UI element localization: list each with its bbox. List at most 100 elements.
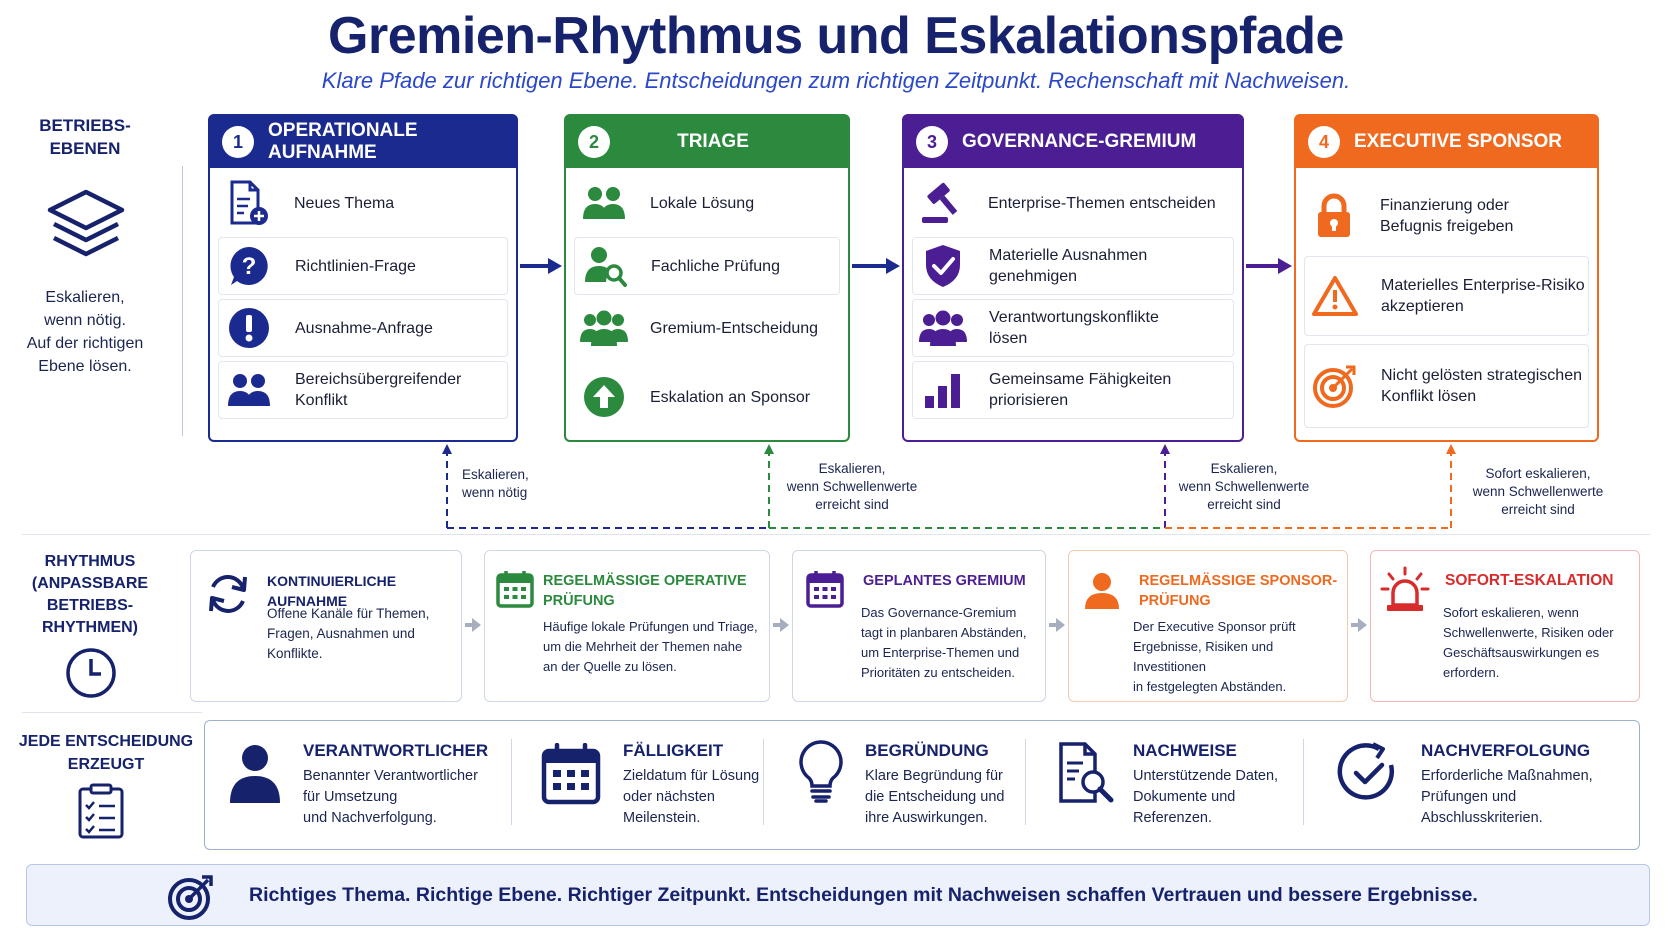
stage-header: 1 OPERATIONALE AUFNAHME <box>210 116 516 168</box>
target-icon <box>1305 363 1365 409</box>
stage-item-label: Enterprise-Themen entscheiden <box>972 193 1216 214</box>
output-text: Zieldatum für Lösung oder nächsten Meile… <box>623 766 763 829</box>
escalation-note-line3: erreicht sind <box>1207 497 1281 512</box>
output-text: Unterstützende Daten, Dokumente und Refe… <box>1133 766 1301 829</box>
rhythm-card-title: GEPLANTES GREMIUM <box>863 571 1026 591</box>
outputs-divider <box>1303 739 1304 825</box>
stage-item: Lokale Lösung <box>574 174 840 232</box>
stage-item: Finanzierung oder Befugnis freigeben <box>1304 182 1589 250</box>
levels-label-line2: EBENEN <box>49 139 121 158</box>
escalation-note-line2: wenn Schwellenwerte <box>786 479 918 494</box>
outputs-label: JEDE ENTSCHEIDUNG ERZEUGT <box>14 730 198 776</box>
escalation-note: Eskalieren, wenn nötig <box>462 466 550 502</box>
rhythm-card-text-line1: Offene Kanäle für Themen, <box>267 606 430 621</box>
warning-icon <box>1305 275 1365 317</box>
gavel-icon <box>912 181 972 225</box>
output-text-line1: Unterstützende Daten, <box>1133 768 1279 784</box>
stage-item-line2: Befugnis freigeben <box>1380 218 1514 235</box>
rhythm-card-text-line2: tagt in planbaren Abständen, <box>861 625 1027 640</box>
stage-item: Enterprise-Themen entscheiden <box>912 174 1234 232</box>
arrow-up-circle-icon <box>574 375 634 419</box>
layers-icon <box>47 189 125 257</box>
output-text-line3: Referenzen. <box>1133 810 1212 826</box>
escalation-note-line2: wenn Schwellenwerte <box>1178 479 1310 494</box>
escalation-note: Eskalieren, wenn Schwellenwerte erreicht… <box>776 460 928 514</box>
exclamation-icon <box>219 306 279 350</box>
stage-item: Materielle Ausnahmen genehmigen <box>912 237 1234 295</box>
rhythm-card-title-line1: REGELMÄSSIGE OPERATIVE <box>543 573 747 589</box>
stage-item: Nicht gelösten strategischen Konflikt lö… <box>1304 344 1589 428</box>
escalation-note: Eskalieren, wenn Schwellenwerte erreicht… <box>1168 460 1320 514</box>
escalation-note-line3: erreicht sind <box>815 497 889 512</box>
output-title: NACHWEISE <box>1133 741 1237 760</box>
levels-note: Eskalieren, wenn nötig. Auf der richtige… <box>14 286 156 378</box>
rhythm-card-text: Der Executive Sponsor prüft Ergebnisse, … <box>1133 617 1347 697</box>
stage-item: Neues Thema <box>218 174 508 232</box>
rhythm-card-title-line1: GEPLANTES GREMIUM <box>863 573 1026 589</box>
stage-item-label: Finanzierung oder Befugnis freigeben <box>1364 195 1513 237</box>
stage-item-line1: Eskalation an Sponsor <box>650 388 811 406</box>
stage-item-line1: Materielles Enterprise-Risiko <box>1381 277 1585 294</box>
rhythm-card-text-line4: erfordern. <box>1443 665 1500 680</box>
escalation-note-line2: wenn nötig <box>462 485 528 500</box>
rhythm-card-operative-pruefung: REGELMÄSSIGE OPERATIVE PRÜFUNG Häufige l… <box>484 550 770 702</box>
output-text: Benannter Verantwortlicher für Umsetzung… <box>303 766 509 829</box>
document-search-icon <box>1059 742 1114 803</box>
escalation-note-line1: Eskalieren, <box>462 467 529 482</box>
stage-item-line1: Bereichsübergreifender <box>295 371 462 388</box>
rhythm-card-kontinuierlich: KONTINUIERLICHE AUFNAHME Offene Kanäle f… <box>190 550 462 702</box>
output-text-line2: oder nächsten <box>623 789 715 805</box>
rhythm-card-title-line1: SOFORT-ESKALATION <box>1445 572 1614 589</box>
rhythm-card-text-line3: an der Quelle zu lösen. <box>543 659 677 674</box>
alarm-icon <box>1380 566 1430 611</box>
rhythm-card-text-line2: Ergebnisse, Risiken und Investitionen <box>1133 639 1274 674</box>
group-icon <box>913 308 973 348</box>
escalation-note-line1: Eskalieren, <box>1210 461 1278 476</box>
levels-divider <box>182 166 183 436</box>
section-divider <box>22 534 1650 535</box>
escalation-note-line2: wenn Schwellenwerte <box>1472 484 1604 499</box>
rhythm-card-text-line3: Konflikte. <box>267 646 323 661</box>
stage-item-label: Eskalation an Sponsor <box>634 387 810 408</box>
output-text: Erforderliche Maßnahmen, Prüfungen und A… <box>1421 766 1631 829</box>
rhythm-card-sofort-eskalation: SOFORT-ESKALATION Sofort eskalieren, wen… <box>1370 550 1640 702</box>
outputs-divider <box>511 739 512 825</box>
stage-item-line1: Lokale Lösung <box>650 194 755 212</box>
stage-number: 3 <box>916 126 948 158</box>
stage-item: Bereichsübergreifender Konflikt <box>218 361 508 419</box>
stage-item-line1: Materielle Ausnahmen <box>989 247 1148 264</box>
output-text-line2: für Umsetzung <box>303 789 398 805</box>
output-text-line3: und Nachverfolgung. <box>303 810 437 826</box>
stage-item-line1: Verantwortungskonflikte <box>989 309 1159 326</box>
rhythm-card-text: Sofort eskalieren, wenn Schwellenwerte, … <box>1443 603 1639 683</box>
lock-icon <box>1304 193 1364 239</box>
levels-note-line1: Eskalieren, <box>45 289 125 306</box>
flow-arrow-3-4 <box>1246 258 1292 274</box>
rhythm-card-text-line2: um die Mehrheit der Themen nahe <box>543 639 743 654</box>
output-text-line1: Klare Begründung für <box>865 768 1003 784</box>
stage-item-line1: Fachliche Prüfung <box>651 257 780 275</box>
output-text-line3: Meilenstein. <box>623 810 701 826</box>
stage-item-label: Materielles Enterprise-Risiko akzeptiere… <box>1365 275 1585 317</box>
bar-chart-icon <box>913 370 973 410</box>
escalation-paths <box>442 444 1456 529</box>
stage-item-line2: genehmigen <box>989 268 1078 285</box>
stage-item-line1: Enterprise-Themen entscheiden <box>988 194 1216 212</box>
stage-item-line2: Konflikt lösen <box>1381 388 1477 405</box>
levels-label-line1: BETRIEBS- <box>39 116 131 135</box>
output-text-line1: Zieldatum für Lösung <box>623 768 760 784</box>
person-search-icon <box>575 244 635 288</box>
stage-item-line1: Gemeinsame Fähigkeiten <box>989 371 1172 388</box>
rhythm-card-title-line2: PRÜFUNG <box>543 593 615 609</box>
stage-item-label: Nicht gelösten strategischen Konflikt lö… <box>1365 365 1582 407</box>
stage-item-line2: lösen <box>989 330 1028 347</box>
flow-arrow-2-3 <box>852 258 900 274</box>
output-title: NACHVERFOLGUNG <box>1421 741 1591 760</box>
escalation-note-line3: erreicht sind <box>1501 502 1575 517</box>
output-title: FÄLLIGKEIT <box>623 741 724 760</box>
rhythm-arrow <box>1049 618 1065 632</box>
stage-item: Fachliche Prüfung <box>574 237 840 295</box>
stage-operationale-aufnahme: 1 OPERATIONALE AUFNAHME Neues Thema ? Ri… <box>208 114 518 442</box>
output-text-line2: Dokumente und <box>1133 789 1236 805</box>
stage-item-line1: Gremium-Entscheidung <box>650 319 819 337</box>
